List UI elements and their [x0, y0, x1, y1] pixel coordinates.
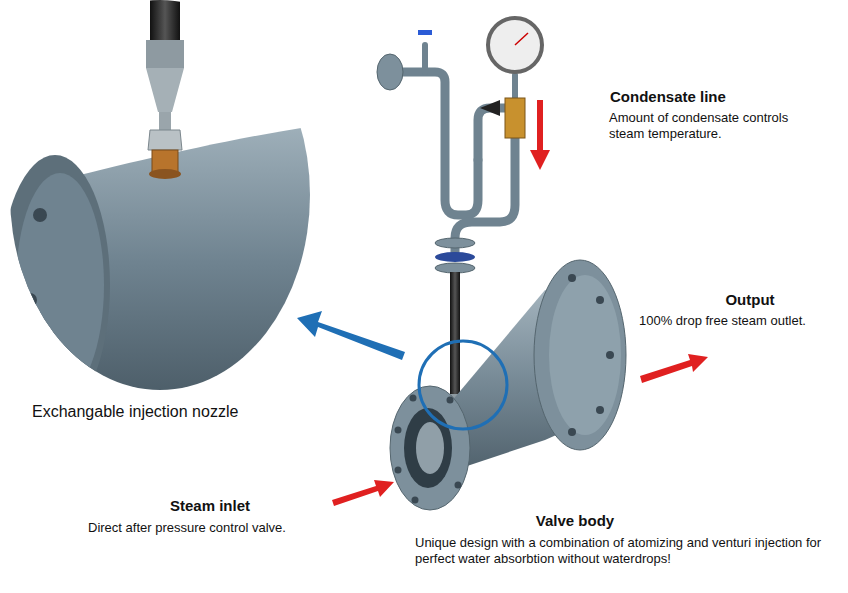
callout-heading: Valve body [490, 513, 660, 529]
valve-handle [418, 30, 432, 35]
condensate-line [392, 45, 515, 255]
valve-body [390, 260, 626, 510]
flow-arrows [332, 100, 708, 506]
callout-body: 100% drop free steam outlet. [639, 313, 844, 329]
callout-heading: Output [700, 292, 800, 308]
callout-heading: Steam inlet [130, 498, 290, 514]
brass-fitting [505, 98, 525, 138]
callout-heading: Condensate line [610, 89, 790, 105]
injection-rod [450, 272, 460, 394]
callout-body: Unique design with a combination of atom… [415, 535, 840, 567]
callout-body: Direct after pressure control valve. [88, 520, 328, 536]
valve-handle [480, 100, 500, 116]
callout-body: Amount of condensate controls steam temp… [609, 110, 809, 142]
callout-heading: Exchangable injection nozzle [32, 404, 292, 420]
pointer-arrow [297, 311, 405, 360]
pressure-gauge [488, 18, 542, 72]
pipe-flange [377, 54, 403, 90]
highlight-circle [419, 341, 507, 429]
zoom-view [0, 0, 320, 415]
